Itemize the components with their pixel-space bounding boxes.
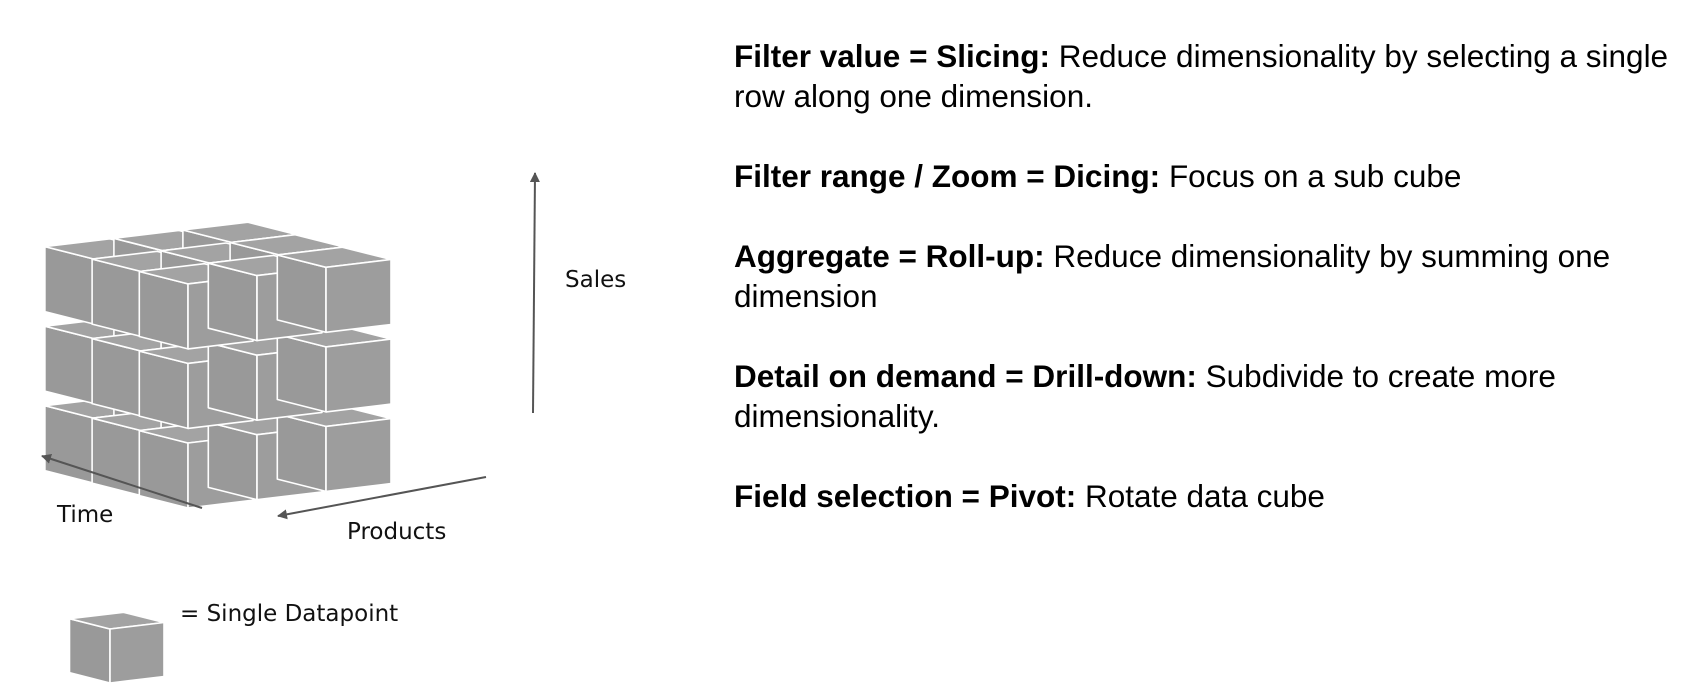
sales-axis-arrow xyxy=(529,172,540,414)
operation-drill-down: Detail on demand = Drill-down: Subdivide… xyxy=(734,356,1684,436)
olap-operations-list: Filter value = Slicing: Reduce dimension… xyxy=(734,36,1684,556)
operation-description: Subdivide to create more dimensionality. xyxy=(734,358,1556,434)
operation-description: Reduce dimensionality by selecting a sin… xyxy=(734,38,1669,114)
products-axis-arrow xyxy=(277,476,487,520)
datapoint-cube xyxy=(276,325,392,413)
operation-term: Aggregate = Roll-up: xyxy=(734,238,1045,274)
operation-dicing: Filter range / Zoom = Dicing: Focus on a… xyxy=(734,156,1684,196)
operation-slicing: Filter value = Slicing: Reduce dimension… xyxy=(734,36,1684,116)
time-axis-arrow xyxy=(41,454,203,509)
operation-term: Detail on demand = Drill-down: xyxy=(734,358,1197,394)
legend-label: = Single Datapoint xyxy=(180,601,398,627)
operation-roll-up: Aggregate = Roll-up: Reduce dimensionali… xyxy=(734,236,1684,316)
cube-stack xyxy=(44,221,392,509)
legend-datapoint-cube xyxy=(68,611,165,684)
data-cube-diagram: Sales Time Products = Single Datapoint xyxy=(41,172,626,684)
datapoint-cube xyxy=(276,405,392,493)
operation-term: Field selection = Pivot: xyxy=(734,478,1077,514)
operation-term: Filter range / Zoom = Dicing: xyxy=(734,158,1161,194)
operation-term: Filter value = Slicing: xyxy=(734,38,1050,74)
operation-description: Rotate data cube xyxy=(1076,478,1325,514)
time-axis-label: Time xyxy=(56,502,113,528)
sales-axis-label: Sales xyxy=(565,267,626,293)
operation-pivot: Field selection = Pivot: Rotate data cub… xyxy=(734,476,1684,516)
operation-description: Focus on a sub cube xyxy=(1160,158,1462,194)
products-axis-label: Products xyxy=(347,519,446,545)
operation-description: Reduce dimensionality by summing one dim… xyxy=(734,238,1611,314)
single-datapoint-cube xyxy=(68,611,165,684)
datapoint-cube xyxy=(276,246,392,334)
